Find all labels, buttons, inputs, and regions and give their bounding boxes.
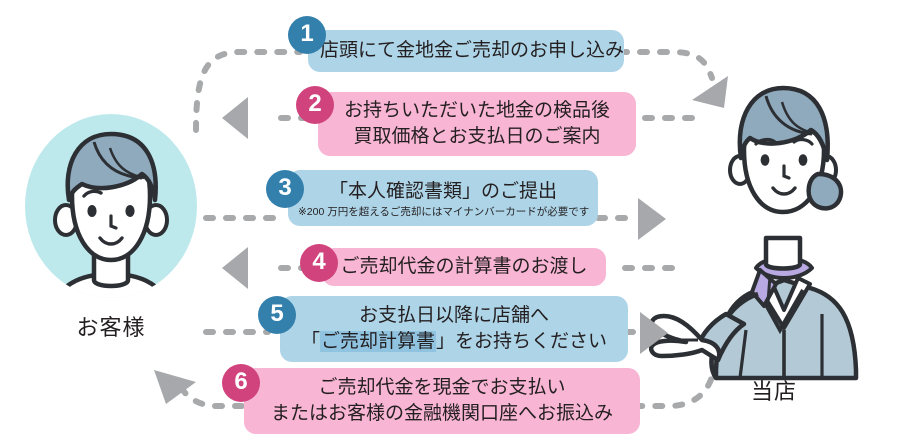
store-label: 当店 <box>750 379 797 404</box>
step-5-bubble: お支払日以降に店舗へ 「ご売却計算書」をお持ちください <box>280 296 628 362</box>
step-4-line-1: ご売却代金の計算書のお渡し <box>340 256 588 278</box>
step-5-line-1: お支払日以降に店舗へ <box>358 305 549 327</box>
step-1-bubble: 店頭にて金地金ご売却のお申し込み <box>308 30 624 72</box>
arrowhead-step4 <box>222 247 248 289</box>
step-6-line-1: ご売却代金を現金でお支払い <box>318 377 566 399</box>
step-2-line-2: 買取価格とお支払日のご案内 <box>353 126 601 147</box>
step-5: 5 お支払日以降に店舗へ 「ご売却計算書」をお持ちください <box>258 296 628 362</box>
step-6-bubble: ご売却代金を現金でお支払い またはお客様の金融機関口座へお振込み <box>244 368 640 434</box>
step-1: 1 店頭にて金地金ご売却のお申し込み <box>288 16 624 72</box>
step-1-line-1: 店頭にて金地金ご売却のお申し込み <box>320 40 625 62</box>
step-3-line-1: 「本人確認書類」のご提出 <box>328 180 557 202</box>
step-6-badge: 6 <box>222 364 260 402</box>
step-5-badge: 5 <box>258 296 296 334</box>
step-5-highlight: ご売却計算書 <box>319 331 436 352</box>
step-6-line-2: またはお客様の金融機関口座へお振込み <box>270 403 613 424</box>
arrowhead-step5 <box>640 312 668 354</box>
step-6: 6 ご売却代金を現金でお支払い またはお客様の金融機関口座へお振込み <box>222 364 640 434</box>
arrowhead-step1 <box>692 76 728 108</box>
step-5-quote-open: 「 <box>300 331 320 352</box>
step-3-bubble: 「本人確認書類」のご提出 ※200 万円を超えるご売却にはマイナンバーカードが必… <box>288 170 598 226</box>
customer-label: お客様 <box>76 315 146 340</box>
step-4-badge: 4 <box>300 244 338 282</box>
step-3: 3 「本人確認書類」のご提出 ※200 万円を超えるご売却にはマイナンバーカード… <box>266 170 598 226</box>
arrowhead-step6 <box>154 370 196 404</box>
step-5-line-2-tail: 」をお持ちください <box>436 331 608 352</box>
step-3-note: ※200 万円を超えるご売却にはマイナンバーカードが必要です <box>298 205 590 218</box>
step-2-line-1: お持ちいただいた地金の検品後 <box>343 100 610 122</box>
step-5-line-2: 「ご売却計算書」をお持ちください <box>290 329 618 355</box>
arrowhead-step3 <box>638 198 666 240</box>
step-2: 2 お持ちいただいた地金の検品後 買取価格とお支払日のご案内 <box>296 86 636 156</box>
step-4: 4 ご売却代金の計算書のお渡し <box>300 244 606 286</box>
step-4-bubble: ご売却代金の計算書のお渡し <box>322 248 606 286</box>
customer-avatar: お客様 <box>22 108 200 340</box>
step-1-badge: 1 <box>288 16 326 54</box>
step-2-bubble: お持ちいただいた地金の検品後 買取価格とお支払日のご案内 <box>318 92 636 156</box>
store-staff-illustration: 当店 <box>640 78 908 428</box>
step-2-badge: 2 <box>296 86 334 124</box>
step-3-badge: 3 <box>266 170 304 208</box>
arrowhead-step2 <box>222 97 248 139</box>
